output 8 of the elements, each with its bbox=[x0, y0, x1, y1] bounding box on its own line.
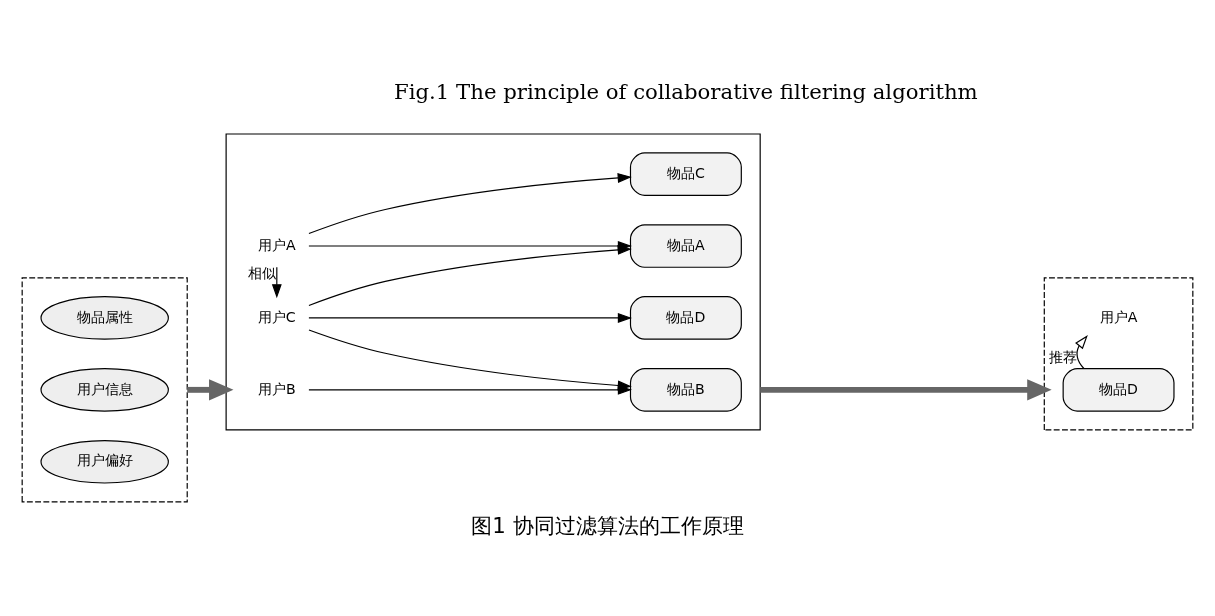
node-text: 用户A bbox=[257, 236, 296, 253]
node-text: 用户A bbox=[1099, 308, 1138, 325]
edge-label: 推荐 bbox=[1048, 348, 1077, 365]
caption: 图1 协同过滤算法的工作原理 bbox=[471, 512, 744, 538]
node-text: 用户B bbox=[257, 380, 296, 396]
edge-label: 相似 bbox=[248, 264, 277, 281]
node-text: 用户C bbox=[257, 308, 296, 325]
label: Fig.1 The principle of collaborative filtering algorithm bbox=[394, 78, 978, 104]
